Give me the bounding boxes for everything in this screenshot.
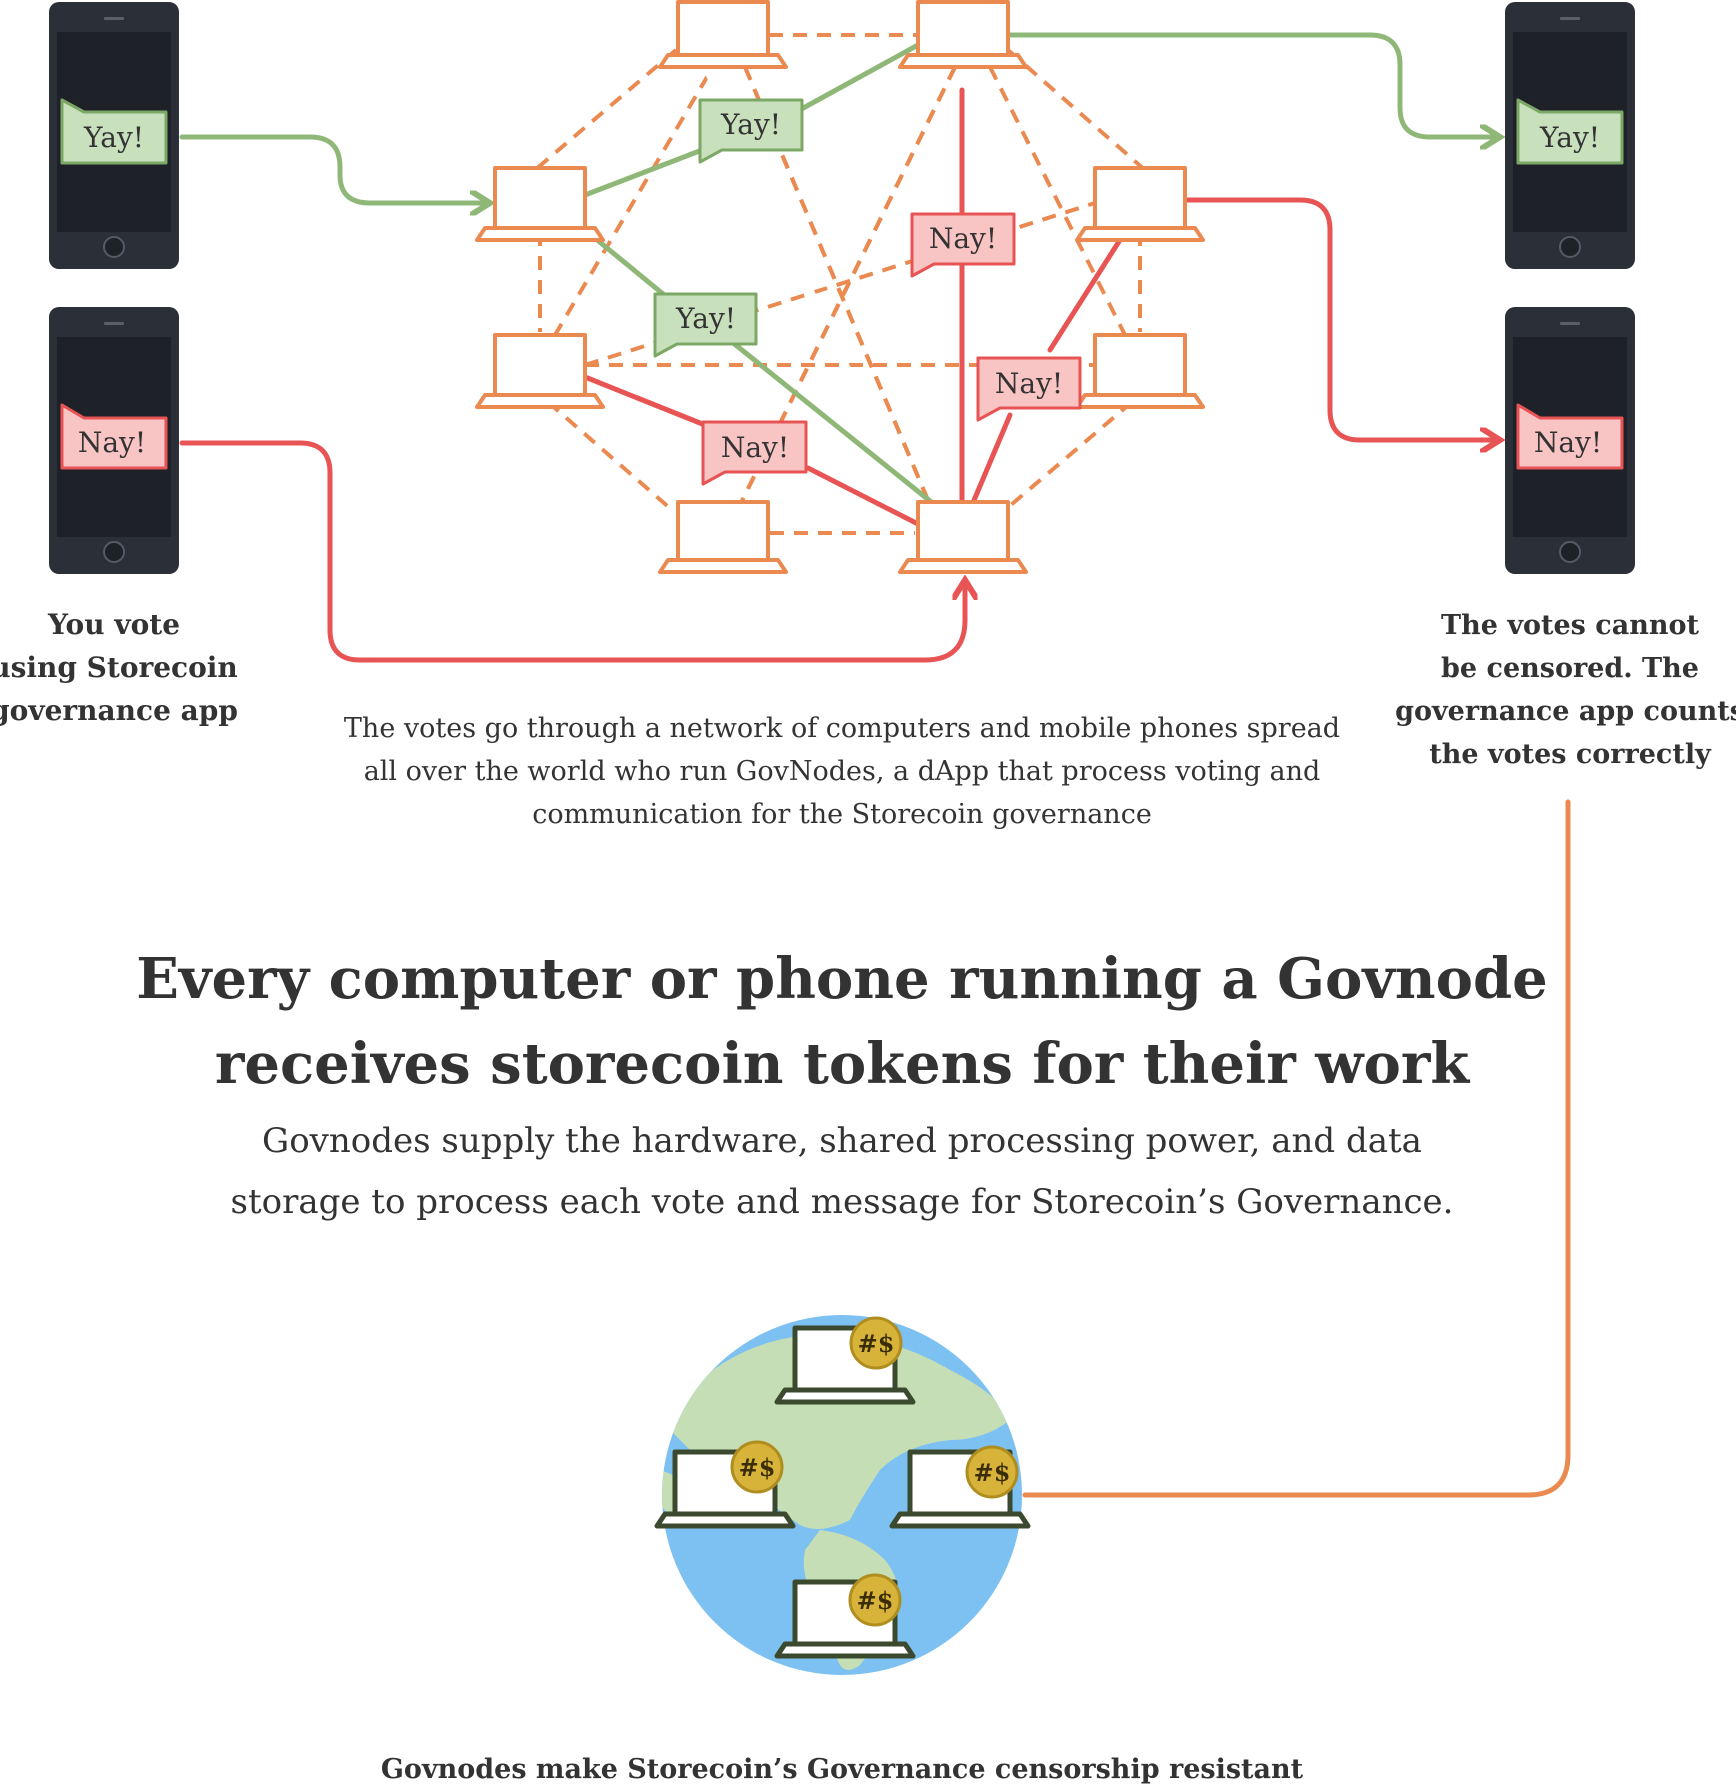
main-heading: Every computer or phone running a Govnod… xyxy=(136,946,1548,1097)
bubble-yay-right-phone: Yay! xyxy=(1516,98,1624,165)
laptop-low-right xyxy=(1075,333,1205,409)
laptop-bottom-right xyxy=(898,500,1028,574)
bubble-yay-network-mid: Yay! xyxy=(653,292,758,358)
caption-center-line: all over the world who run GovNodes, a d… xyxy=(364,756,1321,787)
coin-icon: #$ xyxy=(965,1445,1019,1499)
bubble-yay-network-top: Yay! xyxy=(698,98,804,164)
laptop-top-left xyxy=(658,0,788,69)
caption-right-line: The votes cannot xyxy=(1441,610,1699,641)
footer-caption: Govnodes make Storecoin’s Governance cen… xyxy=(381,1754,1304,1785)
laptop-top-right xyxy=(898,0,1028,69)
caption-left-line: You vote xyxy=(47,608,180,641)
coin-icon: #$ xyxy=(848,1573,902,1627)
caption-center: The votes go through a network of comput… xyxy=(344,713,1340,830)
bubble-nay-right-phone: Nay! xyxy=(1516,403,1624,470)
caption-right-line: governance app counts xyxy=(1395,696,1736,727)
subheading-line: storage to process each vote and message… xyxy=(231,1182,1454,1222)
bubble-nay-network-bottom: Nay! xyxy=(701,420,808,486)
bubble-label: Nay! xyxy=(721,431,789,464)
globe-laptops: #$ #$ #$ #$ xyxy=(654,1316,1031,1659)
caption-left-line: governance app xyxy=(0,694,238,727)
network-dashed-edges xyxy=(533,33,1147,786)
caption-center-line: The votes go through a network of comput… xyxy=(344,713,1340,744)
coin-icon: #$ xyxy=(730,1440,784,1494)
bubble-nay-network-top: Nay! xyxy=(910,212,1016,278)
svg-text:#$: #$ xyxy=(739,1453,776,1482)
network-dashed-diagonals xyxy=(553,53,1127,506)
caption-left-line: using Storecoin xyxy=(0,651,238,684)
bubble-label: Yay! xyxy=(1539,121,1600,154)
bubble-label: Nay! xyxy=(1534,426,1602,459)
subheading: Govnodes supply the hardware, shared pro… xyxy=(231,1121,1454,1222)
heading-line: receives storecoin tokens for their work xyxy=(215,1031,1471,1097)
svg-text:#$: #$ xyxy=(857,1586,894,1615)
caption-left: You vote using Storecoin governance app xyxy=(0,608,238,727)
laptop-low-left xyxy=(475,333,605,409)
bubble-label: Yay! xyxy=(720,108,781,141)
caption-right: The votes cannot be censored. The govern… xyxy=(1395,610,1736,770)
caption-center-line: communication for the Storecoin governan… xyxy=(532,799,1152,830)
green-vote-path xyxy=(179,32,1495,508)
red-vote-path xyxy=(179,87,1495,663)
svg-text:#$: #$ xyxy=(974,1458,1011,1487)
network-laptops xyxy=(475,0,1205,574)
svg-text:#$: #$ xyxy=(858,1329,895,1358)
bubble-label: Nay! xyxy=(78,426,146,459)
caption-right-line: the votes correctly xyxy=(1429,739,1712,770)
laptop-bottom-left xyxy=(658,500,788,574)
orange-reward-path xyxy=(1022,799,1571,1498)
subheading-line: Govnodes supply the hardware, shared pro… xyxy=(262,1121,1422,1161)
bubble-nay-left-phone: Nay! xyxy=(60,403,168,470)
caption-right-line: be censored. The xyxy=(1441,653,1699,684)
coin-icon: #$ xyxy=(849,1316,903,1370)
bubble-label: Yay! xyxy=(83,121,144,154)
laptop-mid-left xyxy=(475,166,605,242)
heading-line: Every computer or phone running a Govnod… xyxy=(136,946,1548,1012)
bubble-yay-left-phone: Yay! xyxy=(60,98,168,165)
laptop-mid-right xyxy=(1075,166,1205,242)
bubble-label: Nay! xyxy=(995,367,1063,400)
bubble-nay-network-right: Nay! xyxy=(976,356,1082,422)
bubble-label: Nay! xyxy=(929,222,997,255)
bubble-label: Yay! xyxy=(675,302,736,335)
